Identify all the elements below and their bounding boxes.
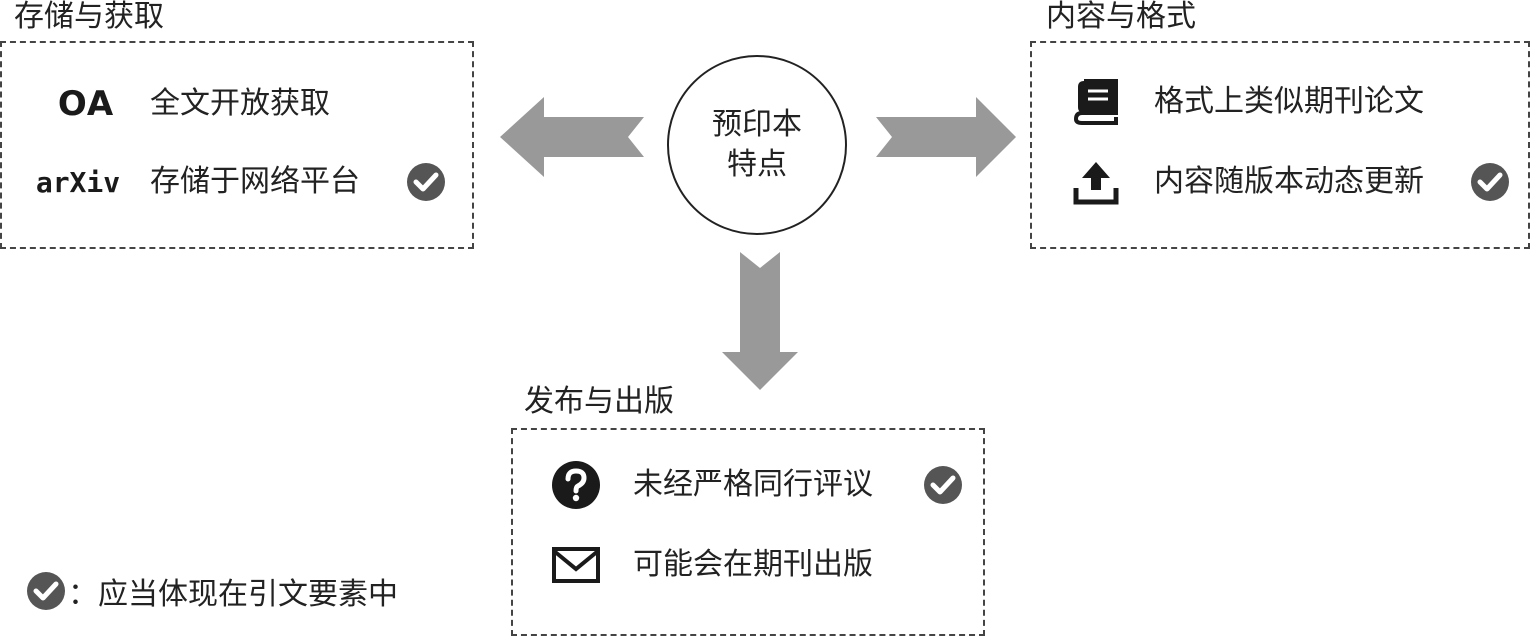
storage-item-label: 全文开放获取	[150, 86, 330, 121]
book-icon	[1073, 79, 1118, 125]
center-label-line1: 预印本	[712, 107, 802, 142]
arrow-right-icon	[876, 97, 1016, 177]
list-item: 格式上类似期刊论文	[1032, 77, 1528, 127]
storage-item-label: 存储于网络平台	[150, 164, 360, 199]
envelope-icon	[552, 547, 600, 583]
content-item-label: 格式上类似期刊论文	[1154, 84, 1424, 119]
legend-separator: ：	[68, 577, 98, 612]
question-icon	[552, 461, 600, 509]
check-icon	[1471, 163, 1509, 201]
list-item: 可能会在期刊出版	[513, 540, 983, 590]
storage-panel: OA 全文开放获取 arXiv 存储于网络平台	[0, 41, 474, 249]
storage-title: 存储与获取	[14, 0, 164, 34]
arxiv-logo: arXiv	[35, 165, 121, 199]
legend-text: 应当体现在引文要素中	[98, 577, 398, 612]
publish-panel: 未经严格同行评议 可能会在期刊出版	[511, 428, 985, 636]
list-item: 未经严格同行评议	[513, 460, 983, 510]
legend: ： 应当体现在引文要素中	[26, 570, 398, 612]
oa-logo: OA	[57, 84, 115, 124]
center-label-line2: 特点	[727, 147, 787, 182]
content-panel: 格式上类似期刊论文 内容随版本动态更新	[1030, 41, 1530, 249]
check-icon	[924, 466, 962, 504]
check-icon	[27, 572, 65, 610]
content-title: 内容与格式	[1046, 0, 1196, 34]
list-item: arXiv 存储于网络平台	[2, 157, 472, 207]
list-item: OA 全文开放获取	[2, 79, 472, 129]
check-icon	[407, 163, 445, 201]
list-item: 内容随版本动态更新	[1032, 157, 1528, 207]
arrow-down-icon	[722, 252, 798, 390]
publish-item-label: 可能会在期刊出版	[633, 547, 873, 582]
content-item-label: 内容随版本动态更新	[1154, 164, 1424, 199]
upload-icon	[1073, 162, 1119, 205]
arrow-left-icon	[500, 97, 644, 177]
center-node: 预印本 特点	[667, 55, 847, 235]
publish-item-label: 未经严格同行评议	[633, 467, 873, 502]
publish-title: 发布与出版	[524, 384, 674, 419]
